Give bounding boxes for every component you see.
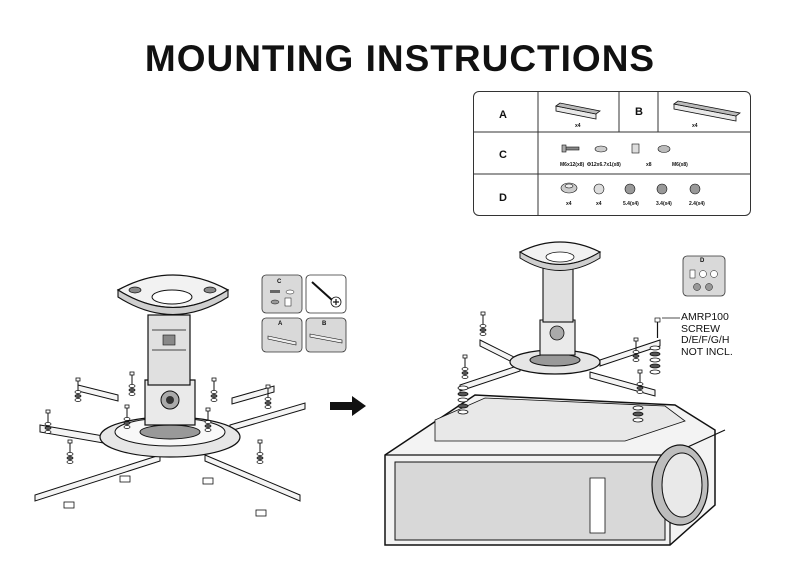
part-d-3-label: 5.4(x4) <box>623 201 639 207</box>
arrow-right-icon <box>330 396 366 416</box>
parts-table-grid <box>474 92 750 215</box>
part-c-3-label: x8 <box>646 162 652 168</box>
callout-a-label: A <box>278 321 283 327</box>
row-label-b: B <box>635 106 643 118</box>
part-d-2-label: x4 <box>596 201 602 207</box>
washer-icon <box>594 145 608 153</box>
nut-plate-icon <box>631 143 640 154</box>
spacer-icon <box>560 182 578 194</box>
part-d-4-label: 3.4(x4) <box>656 201 672 207</box>
part-c-1-label: M6x12(x8) <box>560 162 585 168</box>
row-label-a: A <box>499 109 507 121</box>
part-c-2-label: Φ12x6.7x1(x8) <box>587 162 621 168</box>
callout-panel-d <box>682 255 726 297</box>
note-line-1: AMRP100 <box>681 311 729 323</box>
part-d-5-label: 2.4(x4) <box>689 201 705 207</box>
row-label-d: D <box>499 192 507 204</box>
qty-b: x4 <box>692 123 698 129</box>
qty-a: x4 <box>575 123 581 129</box>
callout-panel-b <box>305 317 347 353</box>
screw-note: AMRP100 SCREW D/E/F/G/H NOT INCL. <box>681 311 733 358</box>
part-d-1-label: x4 <box>566 201 572 207</box>
parts-table: A B C D x4 x4 M6x12(x8) Φ12x6.7x1(x8) x8… <box>473 91 751 216</box>
left-assembly <box>34 274 306 517</box>
callout-panel-a <box>261 317 303 353</box>
washer-34-icon <box>656 183 668 195</box>
part-c-4-label: M6(x8) <box>672 162 688 168</box>
row-label-c: C <box>499 149 507 161</box>
callout-c-label: C <box>277 279 282 285</box>
screw-icon <box>561 144 580 153</box>
note-line-2: SCREW <box>681 322 721 335</box>
callout-b-label: B <box>322 321 327 327</box>
ring-icon <box>593 183 605 195</box>
bracket-a-icon <box>555 102 601 120</box>
callout-panel-c <box>261 274 303 314</box>
washer-24-icon <box>689 183 701 195</box>
screwdriver-panel <box>305 274 347 314</box>
right-mount <box>457 241 680 423</box>
bracket-b-icon <box>673 100 741 122</box>
projector <box>384 394 726 546</box>
callout-d-label: D <box>700 258 705 264</box>
note-line-3: D/E/F/G/H <box>681 334 730 346</box>
nut-icon <box>657 145 671 153</box>
page-title: MOUNTING INSTRUCTIONS <box>144 38 656 79</box>
washer-54-icon <box>624 183 636 195</box>
note-line-4: NOT INCL. <box>681 345 733 358</box>
